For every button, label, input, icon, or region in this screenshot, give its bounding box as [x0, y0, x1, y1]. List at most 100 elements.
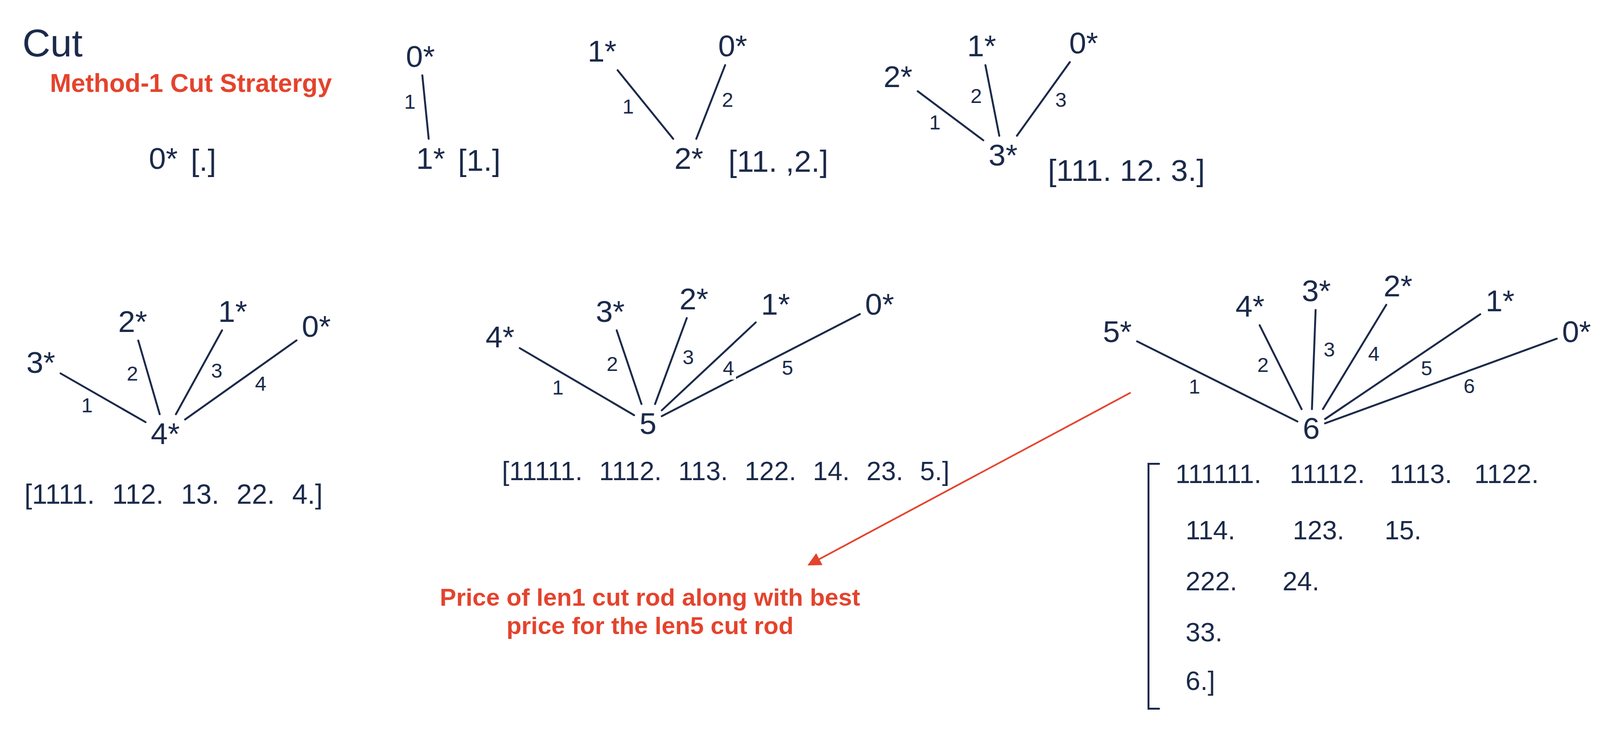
node-value: 1*: [761, 287, 790, 322]
cut-length-label: 3: [209, 360, 225, 383]
tree-node: 1*: [214, 293, 251, 330]
cut-length-label: 6: [1461, 375, 1478, 399]
tree-branch: [422, 75, 429, 140]
cut-length-label: 3: [1321, 338, 1338, 362]
result-item: 114.: [1183, 515, 1238, 546]
tree-branch: [1312, 309, 1317, 410]
node-value: 1*: [587, 34, 617, 68]
result-item: 11112.: [1287, 459, 1367, 490]
node-value: 3*: [1302, 273, 1331, 308]
node-value: 0*: [405, 39, 435, 74]
cut-length-label: 1: [927, 111, 943, 135]
tree-node: 0*: [861, 286, 898, 323]
result-item: 15.: [1382, 515, 1424, 546]
result-list: [.]: [188, 142, 219, 178]
result-list: [1.]: [456, 142, 503, 178]
node-value: 0*: [864, 287, 894, 322]
method-title: Method-1 Cut Stratergy: [48, 68, 335, 99]
tree-node: 2*: [670, 140, 708, 177]
cut-length-label: 1: [550, 376, 566, 400]
tree-node: 3*: [1298, 272, 1335, 309]
result-item: 222.: [1183, 566, 1239, 597]
node-value: 2*: [679, 282, 709, 316]
node-value: 1*: [967, 28, 996, 63]
tree-node: 6: [1298, 410, 1324, 447]
result-list: [1111. 112. 13. 22. 4.]: [22, 478, 325, 511]
node-value: 0*: [148, 141, 178, 176]
tree-branch: [1325, 338, 1557, 424]
tree-node: 0*: [297, 308, 335, 345]
heading-text: Cut: [20, 20, 85, 66]
tree-branch: [1017, 62, 1071, 136]
result-item: 24.: [1280, 566, 1322, 597]
tree-branch: [617, 70, 673, 140]
cut-length-label: 3: [680, 346, 697, 370]
tree-node: 4*: [1231, 288, 1269, 324]
tree-node: 3*: [22, 344, 60, 381]
tree-branch: [985, 64, 1000, 136]
node-value: 0*: [718, 28, 748, 63]
tree-branch: [1325, 314, 1481, 420]
cut-length-label: 3: [1053, 89, 1069, 112]
tree-node: 4*: [481, 319, 519, 355]
result-item: 6.]: [1183, 666, 1217, 697]
cut-length-label: 1: [79, 394, 95, 418]
tree-node: 0*: [144, 140, 182, 177]
tree-branch: [616, 330, 642, 405]
cut-length-label: 5: [779, 357, 796, 380]
result-list: [11. ,2.]: [726, 143, 830, 179]
tree-branch: [184, 340, 297, 420]
node-value: 2*: [674, 141, 704, 176]
node-value: 2*: [118, 304, 148, 339]
result-item: 111111.: [1173, 459, 1264, 490]
result-list: [111. 12. 3.]: [1045, 152, 1207, 188]
list-bracket: [1148, 464, 1160, 710]
tree-node: 2*: [114, 303, 152, 340]
tree-node: 0*: [401, 38, 439, 75]
node-value: 2*: [883, 59, 913, 94]
tree-node: 2*: [879, 58, 917, 95]
tree-node: 0*: [1558, 313, 1595, 350]
tree-branch: [661, 314, 860, 417]
result-item: 1113.: [1387, 459, 1455, 490]
tree-node: 1*: [757, 286, 794, 323]
node-value: 4*: [1235, 289, 1265, 323]
tree-node: 1*: [963, 27, 1000, 64]
cut-length-label: 1: [402, 90, 418, 114]
node-value: 0*: [1561, 314, 1591, 349]
node-value: 6: [1302, 411, 1320, 446]
tree-node: 3*: [984, 137, 1022, 173]
cut-length-label: 4: [253, 373, 269, 396]
node-value: 4*: [150, 416, 180, 451]
tree-node: 1*: [412, 140, 450, 177]
node-value: 3*: [988, 138, 1018, 172]
tree-branch: [661, 322, 756, 411]
cut-length-label: 2: [1255, 354, 1271, 377]
cut-length-label: 2: [720, 89, 736, 112]
cut-length-label: 5: [1419, 357, 1435, 381]
tree-node: 2*: [1379, 268, 1417, 304]
node-value: 3*: [26, 345, 56, 380]
node-value: 1*: [1485, 283, 1515, 318]
cut-length-label: 1: [1187, 375, 1203, 399]
annotation-note: Price of len1 cut rod along with best pr…: [408, 583, 892, 641]
tree-node: 2*: [675, 281, 712, 317]
cut-length-label: 2: [604, 353, 620, 376]
result-item: 123.: [1290, 515, 1347, 546]
node-value: 0*: [301, 309, 331, 344]
node-value: 4*: [485, 320, 515, 354]
node-value: 0*: [1069, 25, 1098, 60]
tree-node: 1*: [583, 33, 621, 69]
tree-node: 5*: [1098, 313, 1136, 350]
cut-length-label: 4: [721, 357, 737, 381]
node-value: 5*: [1102, 314, 1132, 349]
tree-branch: [138, 340, 160, 415]
node-value: 5: [639, 406, 657, 441]
cut-length-label: 1: [620, 95, 636, 119]
tree-node: 5: [635, 405, 660, 442]
tree-node: 0*: [1065, 25, 1102, 61]
node-value: 3*: [595, 294, 625, 329]
result-item: 1122.: [1472, 459, 1541, 490]
node-value: 1*: [218, 294, 247, 329]
